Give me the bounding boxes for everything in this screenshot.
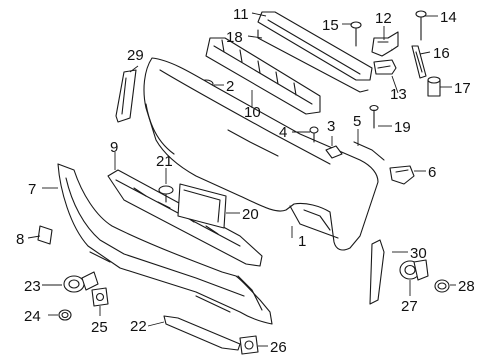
- part-13-bracket: [373, 59, 397, 75]
- callout-4: 4: [279, 124, 287, 141]
- part-3-retainer: [325, 145, 343, 159]
- leader-lines: [27, 12, 456, 347]
- callout-labels: 1 2 3 4 5 6 7 8 9 10 11 12 13 14 15 16 1…: [16, 6, 475, 356]
- part-20-license-bracket: [177, 183, 227, 229]
- part-14-bolt: [415, 10, 427, 41]
- callout-9: 9: [110, 139, 118, 156]
- callout-13: 13: [390, 86, 407, 103]
- part-11-reinforcement-bar: [257, 11, 373, 93]
- callout-3: 3: [327, 118, 335, 135]
- callout-30: 30: [410, 245, 427, 262]
- callout-1: 1: [298, 233, 306, 250]
- callout-27: 27: [401, 298, 418, 315]
- callout-16: 16: [433, 45, 450, 62]
- part-18-energy-absorber: [205, 37, 321, 115]
- callout-8: 8: [16, 231, 24, 248]
- callout-23: 23: [24, 278, 41, 295]
- part-23-parking-sensor: [63, 271, 99, 293]
- part-25-sensor-bracket: [91, 287, 109, 307]
- part-15-bolt: [350, 21, 362, 47]
- part-6-bracket: [389, 165, 415, 185]
- callout-20: 20: [242, 206, 259, 223]
- callout-2: 2: [226, 78, 234, 95]
- part-21-fastener: [158, 185, 174, 203]
- part-8-tow-cover: [37, 225, 53, 245]
- part-4-pin: [309, 126, 319, 143]
- part-28-sensor-ring: [434, 279, 450, 293]
- callout-17: 17: [454, 80, 471, 97]
- callout-6: 6: [428, 164, 436, 181]
- part-17-nut: [427, 76, 441, 97]
- callout-7: 7: [28, 181, 36, 198]
- part-5-clip-strip: [353, 141, 385, 161]
- part-10-bumper-cover: [143, 57, 379, 251]
- part-30-side-molding: [369, 239, 385, 305]
- part-24-sensor-ring: [58, 309, 72, 321]
- part-19-stud: [369, 104, 379, 129]
- callout-28: 28: [458, 278, 475, 295]
- part-22-lower-molding: [163, 315, 241, 351]
- callout-25: 25: [91, 319, 108, 336]
- callout-21: 21: [156, 153, 173, 170]
- callout-15: 15: [322, 17, 339, 34]
- part-12-bracket: [371, 31, 399, 57]
- callout-19: 19: [394, 119, 411, 136]
- callout-24: 24: [24, 308, 41, 325]
- part-26-sensor-holder: [239, 335, 259, 355]
- callout-5: 5: [353, 113, 361, 130]
- callout-12: 12: [375, 10, 392, 27]
- part-29-side-trim: [115, 69, 137, 123]
- callout-14: 14: [440, 9, 457, 26]
- part-27-parking-sensor: [399, 259, 429, 281]
- part-16-strap: [411, 45, 427, 79]
- callout-11: 11: [233, 6, 249, 23]
- callout-26: 26: [270, 339, 287, 356]
- callout-18: 18: [226, 29, 243, 46]
- callout-22: 22: [130, 318, 147, 335]
- callout-29: 29: [127, 47, 144, 64]
- part-7-lower-fascia: [57, 163, 273, 325]
- callout-10: 10: [244, 104, 261, 121]
